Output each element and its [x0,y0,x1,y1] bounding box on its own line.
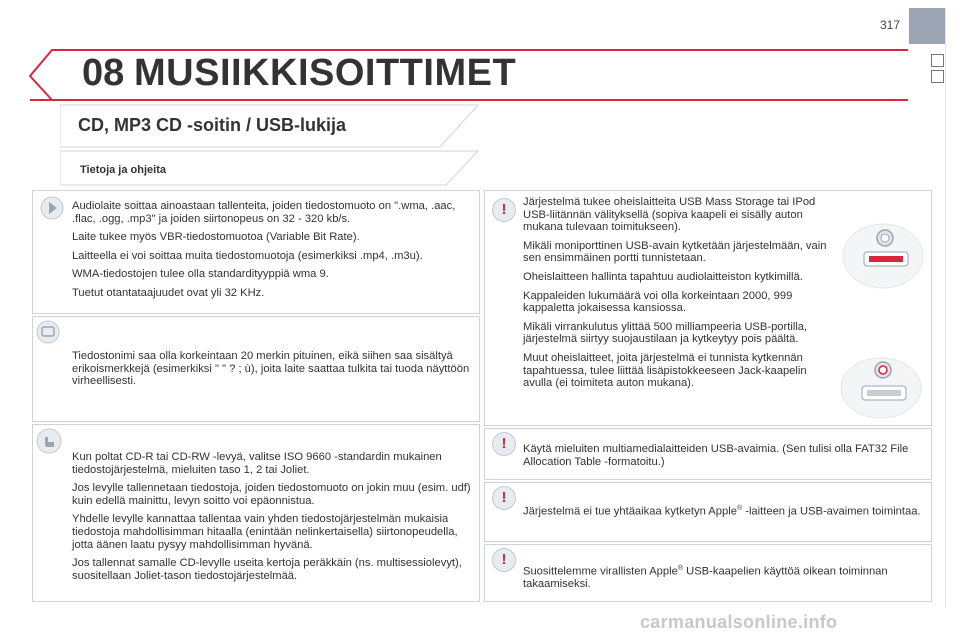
formats-paragraph: Laitteella ei voi soittaa muita tiedosto… [72,249,423,262]
formats-text: Audiolaite soittaa ainoastaan tallenteit… [72,200,472,306]
burning-paragraph: Jos levylle tallennetaan tiedostoja, joi… [72,482,471,507]
registered-mark: ® [677,565,684,572]
nav-square-icon [931,54,944,67]
chapter-title: MUSIIKKISOITTIMET [134,52,517,94]
usb-paragraph: Järjestelmä tukee oheislaitteita USB Mas… [523,196,816,234]
chapter-number: 08 [82,52,125,94]
apple-cables-panel [484,544,932,602]
usb-paragraph: Oheislaitteen hallinta tapahtuu audiolai… [523,270,803,283]
formats-paragraph: Audiolaite soittaa ainoastaan tallenteit… [72,200,456,225]
play-icon [40,196,64,220]
warning-icon: ! [492,198,516,222]
formats-paragraph: WMA-tiedostojen tulee olla standardityyp… [72,268,329,281]
formats-paragraph: Laite tukee myös VBR-tiedostomuotoa (Var… [72,231,360,244]
watermark: carmanualsonline.info [640,612,838,632]
formats-panel [32,190,480,314]
section-banner [60,104,480,148]
chapter-header-frame [28,49,908,101]
burning-paragraph: Yhdelle levylle kannattaa tallentaa vain… [72,513,458,551]
registered-mark: ® [736,505,743,512]
fat32-paragraph: Käytä mieluiten multiamedialaitteiden US… [523,443,909,468]
chapter-tab [909,8,945,44]
page-number: 317 [879,18,900,32]
apple-simultaneous-panel [484,482,932,542]
burning-paragraph: Jos tallennat samalle CD-levylle useita … [72,557,462,582]
warning-icon: ! [492,486,516,510]
warning-icon: ! [492,432,516,456]
fat32-text: Käytä mieluiten multiamedialaitteiden US… [523,443,919,474]
subsection-title: Tietoja ja ohjeita [80,164,166,176]
apple-cables-before: Suosittelemme virallisten Apple [523,565,678,578]
apple-simultaneous-after: -laitteen ja USB-avaimen toimintaa. [742,505,921,518]
hand-pointer-icon [36,428,62,454]
apple-cables-after: USB-kaapelien käyttöä oikean toiminnan t… [523,565,888,591]
side-divider [945,8,946,608]
usb-paragraph: Muut oheislaitteet, joita järjestelmä ei… [523,351,807,390]
formats-paragraph: Tuetut otantataajuudet ovat yli 32 KHz. [72,286,265,299]
burning-paragraph: Kun poltat CD-R tai CD-RW -levyä, valits… [72,451,442,476]
filenames-panel [32,316,480,422]
usb-support-text: Järjestelmä tukee oheislaitteita USB Mas… [523,196,835,396]
burning-panel [32,424,480,602]
subsection-banner [60,150,480,186]
fat32-panel [484,428,932,480]
nav-square-icon [931,70,944,83]
apple-cables-text: Suosittelemme virallisten Apple® USB-kaa… [523,563,919,591]
usb-port-illustration [842,223,924,289]
section-title: CD, MP3 CD -soitin / USB-lukija [78,115,347,135]
filenames-text: Tiedostonimi saa olla korkeintaan 20 mer… [72,350,472,394]
warning-icon: ! [492,548,516,572]
usb-port-illustration [840,357,922,419]
usb-paragraph: Mikäli moniporttinen USB-avain kytketään… [523,239,827,265]
filenames-paragraph: Tiedostonimi saa olla korkeintaan 20 mer… [72,350,470,388]
apple-simultaneous-text: Järjestelmä ei tue yhtäaikaa kytketyn Ap… [523,503,927,518]
disc-icon [36,320,60,344]
apple-simultaneous-before: Järjestelmä ei tue yhtäaikaa kytketyn Ap… [523,505,737,518]
usb-paragraph: Kappaleiden lukumäärä voi olla korkeinta… [523,289,793,315]
usb-paragraph: Mikäli virrankulutus ylittää 500 milliam… [523,320,808,346]
burning-text: Kun poltat CD-R tai CD-RW -levyä, valits… [72,451,474,588]
